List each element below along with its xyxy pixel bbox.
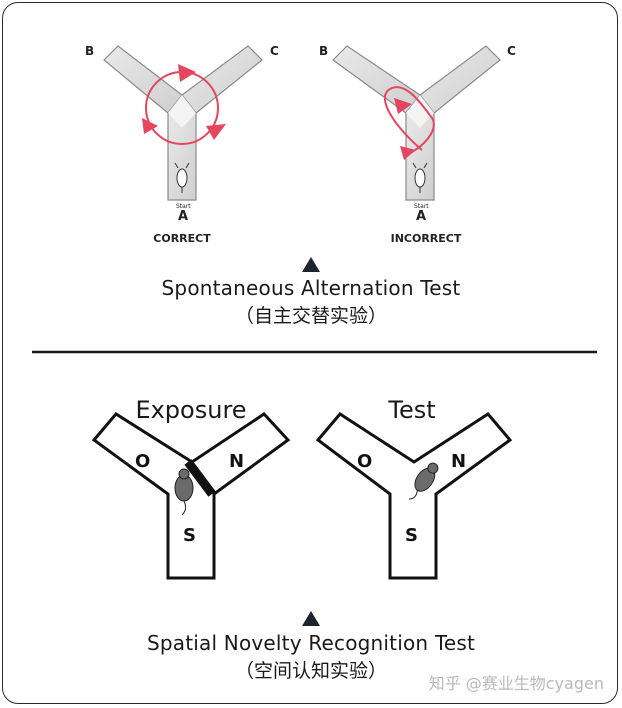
watermark: 知乎 @赛业生物cyagen bbox=[428, 674, 604, 693]
arm-label-o: O bbox=[135, 451, 150, 472]
y-maze-exposure: Exposure O N S bbox=[91, 396, 291, 580]
arm-label-o: O bbox=[357, 451, 372, 472]
arm-label-b: B bbox=[319, 44, 328, 58]
arm-label-c: C bbox=[270, 44, 279, 58]
arm-label-n: N bbox=[451, 451, 466, 472]
maze-center bbox=[168, 95, 196, 128]
arm-label-a: A bbox=[416, 209, 426, 224]
blocking-barrier bbox=[184, 459, 216, 497]
mouse-icon bbox=[408, 462, 439, 500]
result-label-incorrect: INCORRECT bbox=[391, 232, 462, 245]
arm-label-n: N bbox=[229, 451, 244, 472]
arrow-heads bbox=[142, 64, 226, 140]
arm-label-s: S bbox=[183, 525, 196, 546]
maze-arm-b bbox=[103, 45, 183, 114]
arrow-head bbox=[394, 98, 412, 114]
maze-arms bbox=[332, 45, 501, 201]
caption-bottom-title: Spatial Novelty Recognition Test bbox=[146, 631, 476, 655]
y-maze-test: Test O N S bbox=[315, 396, 513, 580]
maze-arm-c bbox=[419, 45, 501, 114]
arm-label-b: B bbox=[85, 44, 94, 58]
arm-label-a: A bbox=[178, 209, 188, 224]
maze-arm-c bbox=[181, 45, 263, 114]
arm-label-c: C bbox=[507, 44, 516, 58]
mouse-icon bbox=[412, 162, 428, 193]
arrow-head bbox=[142, 118, 158, 134]
arrow-head bbox=[206, 124, 226, 140]
caption-triangle-icon bbox=[302, 257, 320, 272]
arm-label-s: S bbox=[405, 525, 418, 546]
y-maze-incorrect: B C Start A INCORRECT bbox=[319, 44, 516, 245]
start-label: Start bbox=[414, 203, 429, 210]
caption-triangle-icon bbox=[302, 611, 320, 626]
arrow-heads bbox=[394, 98, 416, 160]
caption-top-subtitle: （自主交替实验） bbox=[234, 305, 387, 327]
re-entry-arrow bbox=[384, 86, 435, 153]
maze-center bbox=[406, 95, 434, 128]
y-maze-correct: B C Start A CORRECT bbox=[85, 44, 279, 245]
start-label: Start bbox=[176, 203, 191, 210]
maze-arms bbox=[103, 45, 263, 201]
mouse-icon bbox=[174, 162, 190, 193]
maze-outline bbox=[315, 412, 513, 580]
result-label-correct: CORRECT bbox=[153, 232, 211, 245]
caption-bottom-subtitle: （空间认知实验） bbox=[234, 660, 387, 682]
panel-title-test: Test bbox=[387, 396, 435, 424]
caption-top-title: Spontaneous Alternation Test bbox=[161, 276, 461, 300]
arrow-head bbox=[400, 146, 416, 160]
arrow-head bbox=[178, 64, 196, 82]
panel-title-exposure: Exposure bbox=[135, 396, 246, 424]
mouse-icon bbox=[174, 468, 194, 516]
